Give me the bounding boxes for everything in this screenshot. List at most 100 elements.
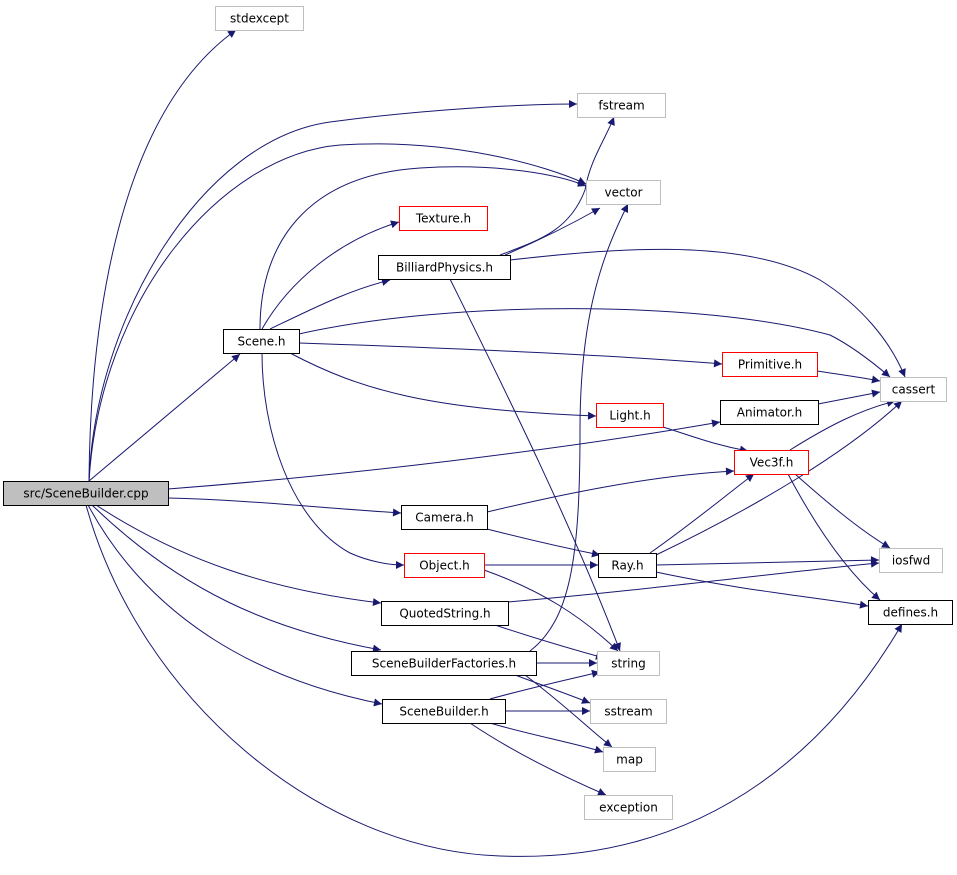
node-label: QuotedString.h [399, 607, 490, 621]
node-box [722, 352, 818, 377]
edge-factories-to-map [524, 674, 613, 748]
node-label: Camera.h [415, 511, 474, 525]
node-label: fstream [598, 99, 644, 113]
node-box [597, 651, 660, 676]
node-label: exception [599, 801, 658, 815]
node-texture[interactable]: Texture.h [399, 206, 488, 231]
edge-billiard-to-fstream [499, 116, 615, 256]
node-box [590, 699, 667, 724]
node-box [880, 377, 947, 402]
edge-root-to-factories [91, 504, 382, 653]
node-label: sstream [604, 705, 652, 719]
node-box [223, 329, 300, 354]
edge-root-to-stdexcept [88, 29, 237, 482]
node-exception: exception [584, 795, 673, 820]
node-label: Object.h [419, 559, 470, 573]
node-vec3f[interactable]: Vec3f.h [734, 450, 809, 475]
edge-scene-to-object [261, 352, 405, 569]
node-fstream: fstream [577, 93, 666, 118]
node-primitive[interactable]: Primitive.h [722, 352, 818, 377]
edge-quoted-to-iosfwd [507, 559, 880, 603]
node-box [603, 747, 656, 772]
node-box [586, 180, 661, 205]
node-cassert: cassert [880, 377, 947, 402]
edge-vec3f-to-defines [787, 473, 881, 601]
node-box [404, 553, 485, 578]
edge-scene-to-cassert [298, 308, 891, 378]
edge-quoted-to-string [494, 624, 605, 660]
edge-root-to-fstream [88, 100, 578, 482]
node-iosfwd: iosfwd [879, 548, 943, 573]
node-stdexcept: stdexcept [215, 6, 304, 31]
node-box [584, 795, 673, 820]
node-label: BilliardPhysics.h [396, 261, 493, 275]
node-label: Scene.h [237, 335, 285, 349]
node-root[interactable]: src/SceneBuilder.cpp [3, 481, 169, 506]
node-box [596, 403, 664, 428]
node-box [381, 601, 509, 626]
node-box [215, 6, 304, 31]
node-animator[interactable]: Animator.h [720, 400, 819, 425]
edge-root-to-scene [88, 353, 241, 482]
edge-scenebuilder-to-string [489, 669, 601, 700]
edge-billiard-to-vector [504, 207, 601, 256]
node-box [720, 400, 819, 425]
node-label: Vec3f.h [750, 456, 794, 470]
node-ray[interactable]: Ray.h [598, 553, 657, 578]
edge-vec3f-to-iosfwd [794, 473, 891, 549]
node-label: map [616, 753, 643, 767]
edge-ray-to-cassert [655, 400, 903, 556]
node-label: string [611, 657, 645, 671]
edge-vec3f-to-cassert [789, 399, 896, 451]
node-label: src/SceneBuilder.cpp [23, 487, 148, 501]
node-defines[interactable]: defines.h [868, 600, 953, 625]
edge-root-to-quoted [95, 504, 382, 607]
node-scenebuilder[interactable]: SceneBuilder.h [382, 699, 506, 724]
edge-scene-to-primitive [298, 342, 723, 368]
node-label: Animator.h [737, 406, 803, 420]
edge-scene-to-billiard [269, 278, 391, 330]
node-sstream: sstream [590, 699, 667, 724]
edge-billiard-to-string [449, 278, 621, 652]
node-label: SceneBuilderFactories.h [372, 657, 516, 671]
edge-factories-to-vector [529, 203, 629, 652]
node-box [879, 548, 943, 573]
node-label: cassert [892, 383, 936, 397]
node-label: vector [604, 186, 642, 200]
edge-scene-to-texture [261, 220, 400, 330]
node-string: string [597, 651, 660, 676]
edge-light-to-vec3f [662, 426, 749, 454]
edge-primitive-to-cassert [816, 370, 881, 384]
node-box [868, 600, 953, 625]
node-factories[interactable]: SceneBuilderFactories.h [351, 651, 537, 676]
node-vector: vector [586, 180, 661, 205]
edge-root-to-scenebuilder [87, 504, 383, 707]
edge-root-to-defines [85, 504, 903, 857]
node-box [734, 450, 809, 475]
node-light[interactable]: Light.h [596, 403, 664, 428]
edge-ray-to-defines [655, 571, 869, 609]
node-box [399, 206, 488, 231]
edge-scenebuilder-to-exception [469, 722, 607, 796]
node-scene[interactable]: Scene.h [223, 329, 300, 354]
node-label: Texture.h [415, 212, 471, 226]
node-box [3, 481, 169, 506]
edge-camera-to-ray [486, 528, 601, 558]
node-box [382, 699, 506, 724]
edge-animator-to-cassert [817, 389, 881, 405]
node-label: Ray.h [611, 559, 643, 573]
edge-object-to-string [483, 569, 619, 652]
edge-factories-to-sstream [514, 674, 591, 704]
edge-root-to-vector [88, 143, 587, 482]
node-label: iosfwd [892, 554, 930, 568]
node-label: Light.h [609, 409, 650, 423]
nodes-layer: src/SceneBuilder.cpp stdexcept fstream vect… [3, 6, 953, 820]
node-object[interactable]: Object.h [404, 553, 485, 578]
node-billiard[interactable]: BilliardPhysics.h [378, 255, 511, 280]
node-camera[interactable]: Camera.h [401, 505, 488, 530]
edge-scene-to-light [289, 352, 597, 420]
node-map: map [603, 747, 656, 772]
node-quoted[interactable]: QuotedString.h [381, 601, 509, 626]
edge-root-to-animator [167, 419, 721, 490]
